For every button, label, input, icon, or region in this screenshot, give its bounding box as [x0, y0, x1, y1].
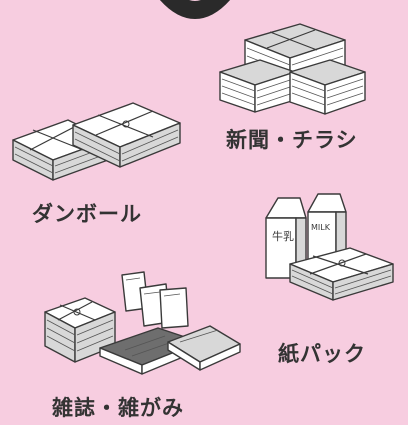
- carton-text-2: MILK: [311, 223, 331, 232]
- magazine-label: 雑誌・雑がみ: [52, 396, 184, 420]
- cardboard-illustration: [8, 95, 188, 190]
- cardboard-label: ダンボール: [32, 202, 142, 226]
- newspaper-label: 新聞・チラシ: [226, 128, 358, 152]
- milk-carton-label: 紙パック: [278, 342, 366, 366]
- milk-carton-illustration: 牛乳 MILK: [258, 190, 398, 305]
- newspaper-illustration: [215, 10, 370, 125]
- magazine-illustration: [40, 270, 245, 388]
- carton-text-1: 牛乳: [272, 229, 294, 243]
- decorative-arc: [140, 0, 250, 30]
